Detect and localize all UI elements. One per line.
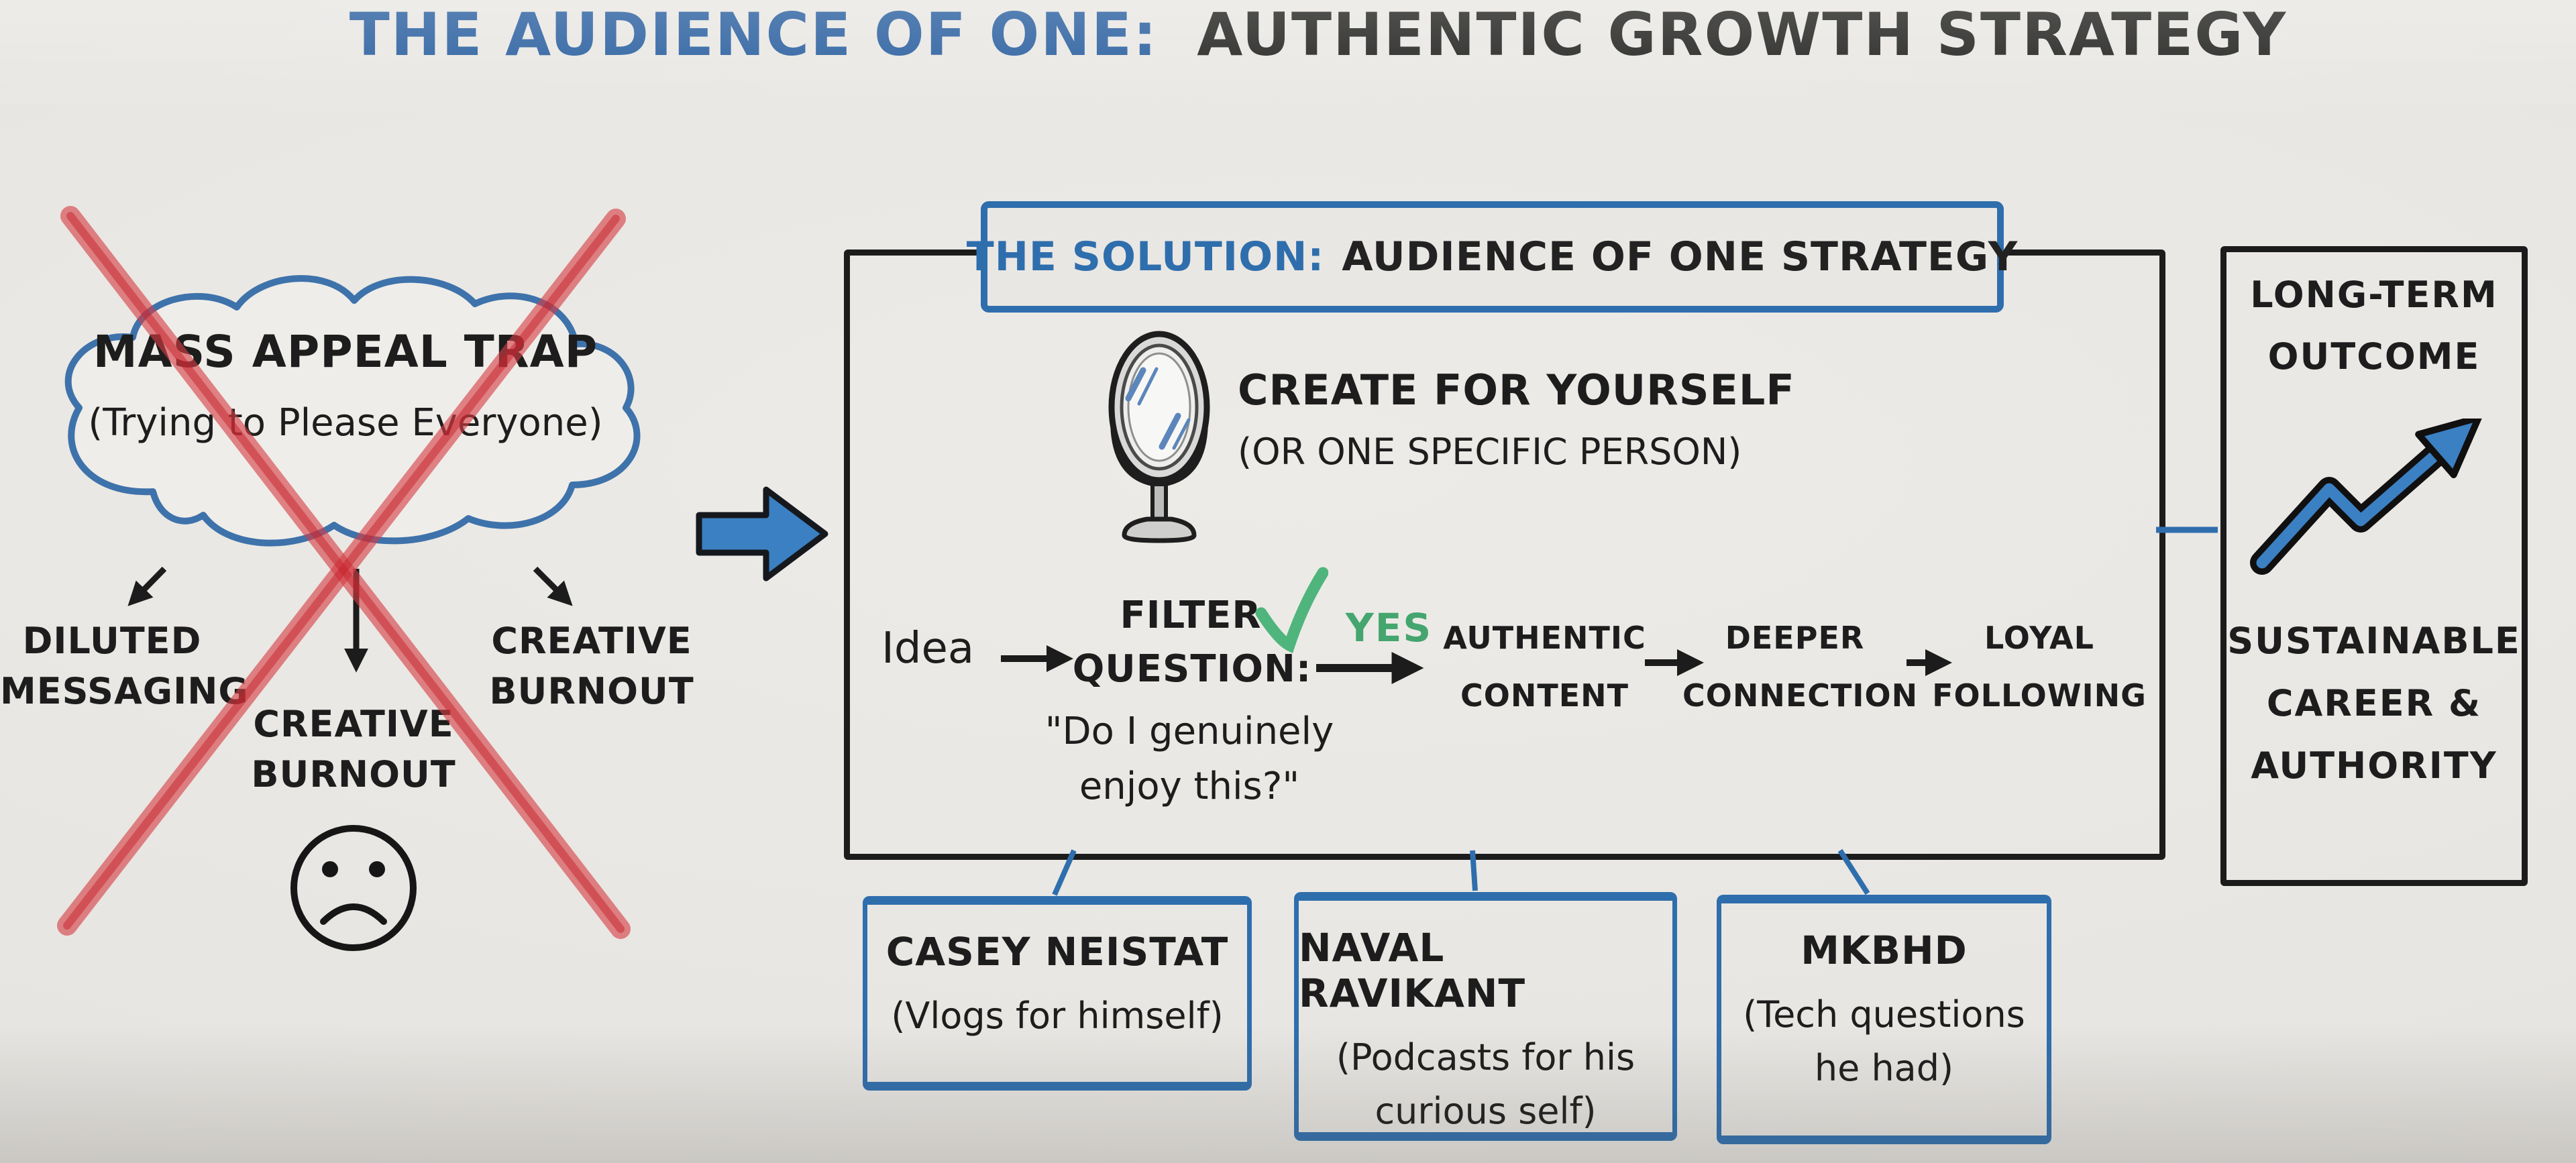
consequence-creative-burnout-right: CREATIVE BURNOUT bbox=[489, 620, 694, 712]
growth-arrow-icon bbox=[2250, 419, 2482, 575]
cloud-title: MASS APPEAL TRAP bbox=[93, 326, 598, 378]
title-underline-2 bbox=[1197, 80, 2287, 91]
block-arrow-icon bbox=[696, 486, 828, 582]
flow-filter-line2: QUESTION: bbox=[1072, 647, 1312, 691]
example-desc: (Tech questions he had) bbox=[1743, 993, 2025, 1089]
flow-filter-quote-line2: enjoy this?" bbox=[1079, 765, 1300, 808]
consequence-creative-burnout-mid: CREATIVE BURNOUT bbox=[251, 703, 456, 795]
outcome-result-line3: AUTHORITY bbox=[2251, 744, 2498, 787]
flow-idea: Idea bbox=[881, 624, 975, 673]
page-title: THE AUDIENCE OF ONE: AUTHENTIC GROWTH ST… bbox=[0, 0, 2576, 91]
example-name: NAVAL RAVIKANT bbox=[1299, 925, 1526, 1016]
create-for-yourself-line: CREATE FOR YOURSELF bbox=[1238, 366, 1795, 414]
example-box-mkbhd: MKBHD (Tech questions he had) bbox=[1717, 895, 2051, 1144]
outcome-panel: LONG-TERM OUTCOME SUSTAINABLE CAREER & A… bbox=[2220, 246, 2528, 886]
consequence-diluted-messaging: DILUTED MESSAGING bbox=[0, 620, 249, 712]
flow-yes-label: YES bbox=[1345, 605, 1433, 651]
flow-filter-quote-line1: "Do I genuinely bbox=[1044, 710, 1334, 753]
title-primary-text: THE AUDIENCE OF ONE: bbox=[349, 0, 1159, 69]
solution-header-highlight: THE SOLUTION: bbox=[966, 233, 1325, 280]
solution-box bbox=[844, 250, 2165, 860]
flow-step-deeper-connection: DEEPER CONNECTION bbox=[1682, 620, 1919, 714]
flow-filter-line1: FILTER bbox=[1120, 594, 1262, 637]
example-box-naval-ravikant: NAVAL RAVIKANT (Podcasts for his curious… bbox=[1294, 892, 1677, 1141]
title-underline bbox=[350, 80, 1158, 91]
mirror-icon bbox=[1108, 331, 1210, 543]
outcome-result-line1: SUSTAINABLE bbox=[2227, 620, 2521, 662]
flow-step-authentic-content: AUTHENTIC CONTENT bbox=[1443, 620, 1646, 714]
solution-header-rest: AUDIENCE OF ONE STRATEGY bbox=[1342, 233, 2019, 280]
check-icon bbox=[1255, 567, 1328, 653]
outcome-title-line2: OUTCOME bbox=[2267, 335, 2481, 378]
one-specific-person-line: (OR ONE SPECIFIC PERSON) bbox=[1238, 431, 1742, 473]
title-secondary: AUTHENTIC GROWTH STRATEGY bbox=[1197, 0, 2287, 91]
flow-step-loyal-following: LOYAL FOLLOWING bbox=[1932, 620, 2147, 714]
example-box-casey-neistat: CASEY NEISTAT (Vlogs for himself) bbox=[863, 896, 1252, 1091]
sad-face-icon bbox=[290, 825, 417, 951]
example-desc: (Vlogs for himself) bbox=[891, 995, 1224, 1037]
solution-header-box: THE SOLUTION: AUDIENCE OF ONE STRATEGY bbox=[967, 201, 2017, 313]
outcome-title-line1: LONG-TERM bbox=[2250, 274, 2498, 316]
title-primary: THE AUDIENCE OF ONE: bbox=[350, 0, 1158, 91]
title-secondary-text: AUTHENTIC GROWTH STRATEGY bbox=[1197, 0, 2288, 69]
cloud-subtitle: (Trying to Please Everyone) bbox=[88, 401, 603, 445]
example-name: MKBHD bbox=[1801, 928, 1968, 973]
example-desc: (Podcasts for his curious self) bbox=[1336, 1036, 1635, 1132]
example-name: CASEY NEISTAT bbox=[885, 929, 1229, 975]
outcome-result-line2: CAREER & bbox=[2266, 682, 2482, 724]
